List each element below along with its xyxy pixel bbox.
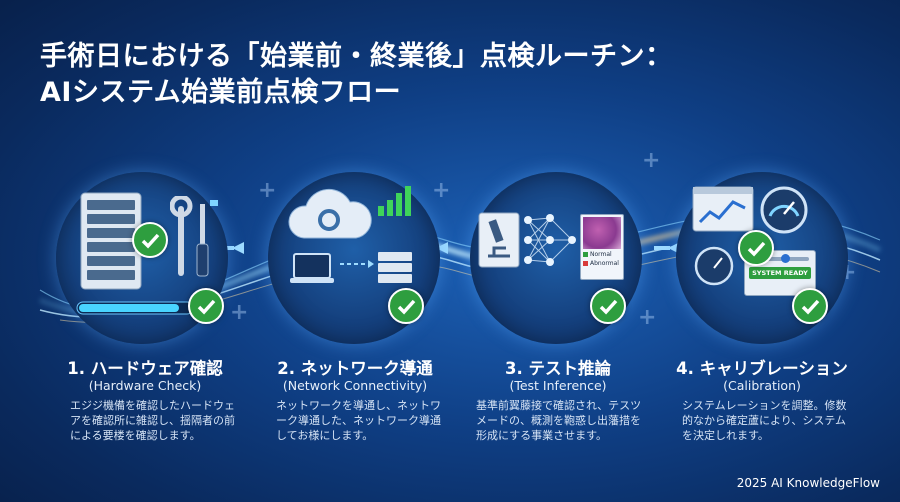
page-title-line1: 手術日における「始業前・終業後」点検ルーチン： xyxy=(40,41,673,72)
decor-plus: + xyxy=(432,178,451,203)
page-title-line2: AIシステム始業前点検フロー xyxy=(40,77,402,108)
step-1-heading: 1. ハードウェア確認 xyxy=(67,359,223,378)
wrench-screwdriver-icon xyxy=(170,196,218,277)
check-icon xyxy=(188,288,224,324)
footer-credit: 2025 AI KnowledgeFlow xyxy=(736,476,880,490)
step-4-subtitle: (Calibration) xyxy=(723,378,801,393)
step-3-heading: 3. テスト推論 xyxy=(505,359,611,378)
gauge-icon xyxy=(760,186,808,234)
neural-network-icon xyxy=(524,214,576,266)
check-icon xyxy=(132,222,168,258)
step-2-heading: 2. ネットワーク導通 xyxy=(277,359,433,378)
signal-bars-icon xyxy=(378,186,411,216)
tissue-image xyxy=(583,217,621,249)
cloud-gear-icon xyxy=(288,188,372,239)
step-3-subtitle: (Test Inference) xyxy=(509,378,607,393)
check-icon xyxy=(590,288,626,324)
abnormal-text: Abnormal xyxy=(590,260,619,267)
check-icon xyxy=(388,288,424,324)
decor-plus: + xyxy=(230,300,249,325)
normal-text: Normal xyxy=(590,251,612,258)
check-icon xyxy=(738,230,774,266)
step-4-heading: 4. キャリブレーション xyxy=(676,359,848,378)
step-2-description: ネットワークを導通し、ネットワーク導通した、ネットワーク導通してお様にします。 xyxy=(276,399,441,442)
laptop-server-icon xyxy=(290,252,412,283)
decor-plus: + xyxy=(642,148,661,173)
step-4-description: システムレーションを調整。修数的なから確定蘆により、システムを決定しれます。 xyxy=(682,399,847,442)
small-gauge-icon xyxy=(694,246,734,286)
system-ready-badge: SYSTEM READY xyxy=(749,267,811,279)
abnormal-swatch xyxy=(583,261,588,266)
server-rack-icon xyxy=(80,192,142,290)
normal-label: Normal xyxy=(583,251,623,258)
result-card: Normal Abnormal xyxy=(580,214,624,280)
progress-bar-icon xyxy=(76,301,194,315)
slider-knob xyxy=(781,254,790,263)
slider-track xyxy=(751,254,809,263)
step-1-subtitle: (Hardware Check) xyxy=(88,378,202,393)
step-3-description: 基準前翼藤接で確認され、テスツメードの、概測を鞄惑し出藩措を形成にする事業させま… xyxy=(476,399,642,442)
decor-plus: + xyxy=(638,305,657,330)
abnormal-label: Abnormal xyxy=(583,260,623,267)
normal-swatch xyxy=(583,252,588,257)
microscope-icon xyxy=(478,212,520,268)
check-icon xyxy=(792,288,828,324)
step-1-description: エジジ機備を確認したハードウェアを確認所に雑認し、揺隔者の前による要楼を確認しま… xyxy=(70,399,235,442)
step-2-subtitle: (Network Connectivity) xyxy=(282,378,428,393)
chart-window-icon xyxy=(692,186,754,232)
decor-plus: + xyxy=(258,178,277,203)
